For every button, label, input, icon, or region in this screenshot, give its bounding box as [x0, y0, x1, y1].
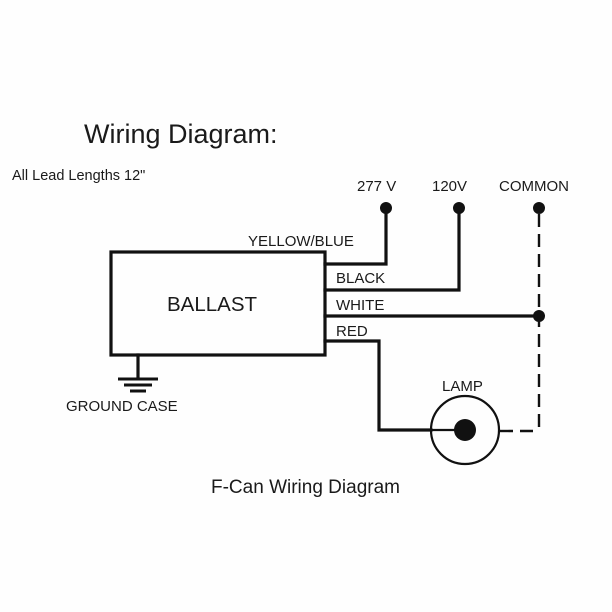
lamp-label: LAMP [442, 378, 483, 395]
terminal-dot-common [533, 202, 545, 214]
wire-red [323, 339, 433, 432]
wire-yellow-blue [323, 206, 388, 266]
ground-label: GROUND CASE [66, 398, 178, 415]
wire-label-white: WHITE [336, 297, 384, 314]
ballast-label: BALLAST [167, 293, 257, 316]
terminal-dot-120v [453, 202, 465, 214]
lead-length-note: All Lead Lengths 12" [12, 168, 145, 184]
lamp-circle [429, 394, 501, 466]
terminal-label-277v: 277 V [357, 178, 396, 195]
ballast-box [109, 250, 327, 357]
lamp-center-dot [454, 419, 476, 441]
terminal-label-common: COMMON [499, 178, 569, 195]
wire-black [323, 206, 461, 292]
wire-label-black: BLACK [336, 270, 385, 287]
wire-label-yellow-blue: YELLOW/BLUE [248, 233, 354, 250]
diagram-caption: F-Can Wiring Diagram [211, 477, 400, 498]
diagram-title: Wiring Diagram: [84, 119, 278, 149]
terminal-dot-277v [380, 202, 392, 214]
wire-label-red: RED [336, 323, 368, 340]
terminal-label-120v: 120V [432, 178, 467, 195]
